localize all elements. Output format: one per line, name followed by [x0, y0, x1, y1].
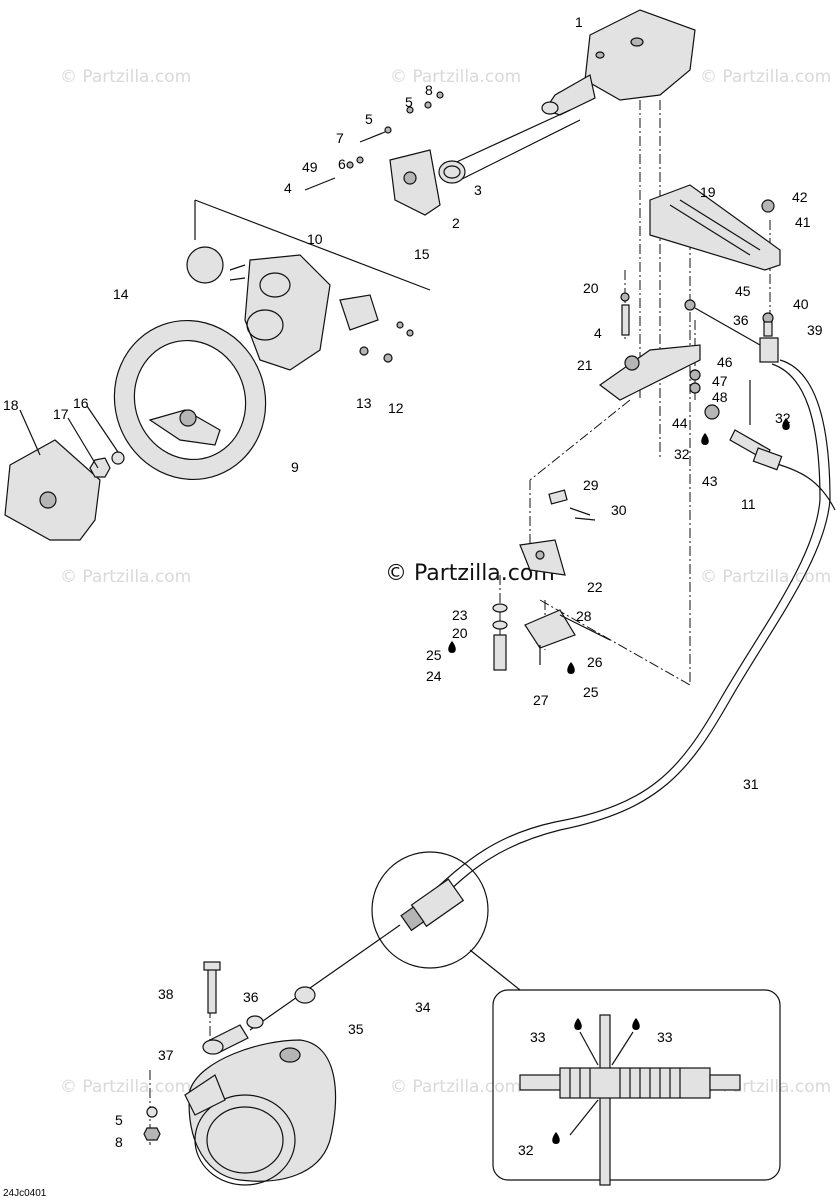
callout-16: 16: [73, 395, 89, 411]
callout-32: 32: [674, 446, 690, 462]
callout-38: 38: [158, 986, 174, 1002]
watermark: © Partzilla.com: [390, 67, 521, 87]
callout-20: 20: [583, 280, 599, 296]
callout-7: 7: [336, 130, 344, 146]
callout-42: 42: [792, 189, 808, 205]
callout-26: 26: [587, 654, 603, 670]
callout-9: 9: [291, 459, 299, 475]
upper-support-bracket: [649, 184, 781, 271]
callout-17: 17: [53, 406, 69, 422]
callout-23: 23: [452, 607, 468, 623]
callout-35: 35: [348, 1021, 364, 1037]
callout-41: 41: [795, 214, 811, 230]
callout-3: 3: [474, 182, 482, 198]
callout-32: 32: [775, 410, 791, 426]
callout-4: 4: [594, 325, 602, 341]
steering-cover: [186, 246, 414, 371]
watermark: © Partzilla.com: [700, 67, 831, 87]
callout-34: 34: [415, 999, 431, 1015]
callout-13: 13: [356, 395, 372, 411]
drop-icon: [701, 433, 709, 445]
callout-47: 47: [712, 373, 728, 389]
callout-8: 8: [425, 82, 433, 98]
callout-45: 45: [735, 283, 751, 299]
drop-icon: [632, 1018, 640, 1030]
callout-49: 49: [302, 159, 318, 175]
detail-inset: [492, 989, 781, 1186]
callout-29: 29: [583, 477, 599, 493]
callout-33: 33: [657, 1029, 673, 1045]
callout-2: 2: [452, 215, 460, 231]
lubricant-markers: [448, 418, 790, 1144]
callout-25: 25: [583, 684, 599, 700]
cable-end-hardware: [684, 299, 779, 461]
callout-11: 11: [741, 496, 756, 512]
cable-anchor-assembly: [492, 489, 611, 671]
drop-icon: [574, 1018, 582, 1030]
callout-8: 8: [115, 1134, 123, 1150]
callout-5: 5: [115, 1112, 123, 1128]
callout-44: 44: [672, 415, 688, 431]
callout-30: 30: [611, 502, 627, 518]
watermarks: © Partzilla.com © Partzilla.com © Partzi…: [60, 67, 831, 1097]
callout-27: 27: [533, 692, 549, 708]
callout-14: 14: [113, 286, 129, 302]
steering-wheel: [113, 319, 267, 481]
callout-25: 25: [426, 647, 442, 663]
callout-36: 36: [243, 989, 259, 1005]
column-bracket: [389, 149, 466, 216]
callout-33: 33: [530, 1029, 546, 1045]
callout-21: 21: [577, 357, 593, 373]
callout-5: 5: [405, 94, 413, 110]
callout-4: 4: [284, 180, 292, 196]
steering-pad: [4, 405, 125, 541]
callout-20: 20: [452, 625, 468, 641]
drop-icon: [552, 1132, 560, 1144]
center-watermark: © Partzilla.com: [385, 561, 555, 586]
callout-1: 1: [575, 14, 583, 30]
callout-32: 32: [518, 1142, 534, 1158]
callout-39: 39: [807, 322, 823, 338]
callout-43: 43: [702, 473, 718, 489]
callout-18: 18: [3, 397, 19, 413]
drawing-code: 24Jc0401: [3, 1188, 47, 1199]
callout-24: 24: [426, 668, 442, 684]
callout-40: 40: [793, 296, 809, 312]
steering-column-housing: [449, 9, 696, 181]
watermark: © Partzilla.com: [60, 67, 191, 87]
watermark: © Partzilla.com: [700, 567, 831, 587]
callout-6: 6: [338, 156, 346, 172]
watermark: © Partzilla.com: [390, 1077, 521, 1097]
callout-5: 5: [365, 111, 373, 127]
watermark: © Partzilla.com: [60, 1077, 191, 1097]
callout-46: 46: [717, 354, 733, 370]
callout-15: 15: [414, 246, 430, 262]
callout-22: 22: [587, 579, 603, 595]
callout-10: 10: [307, 231, 323, 247]
callout-36: 36: [733, 312, 749, 328]
drop-icon: [567, 662, 575, 674]
lower-support-bracket: [598, 292, 701, 401]
drop-icon: [782, 418, 790, 430]
callout-37: 37: [158, 1047, 174, 1063]
bracket-hardware: [304, 91, 444, 191]
jet-pump-nozzle: [143, 1039, 337, 1186]
callout-31: 31: [743, 776, 759, 792]
callout-19: 19: [700, 184, 716, 200]
drop-icon: [448, 641, 456, 653]
steering-cable: [431, 359, 836, 901]
callout-48: 48: [712, 389, 728, 405]
callout-28: 28: [576, 608, 592, 624]
cable-fitting: [202, 851, 521, 1055]
watermark: © Partzilla.com: [60, 567, 191, 587]
callout-12: 12: [388, 400, 404, 416]
